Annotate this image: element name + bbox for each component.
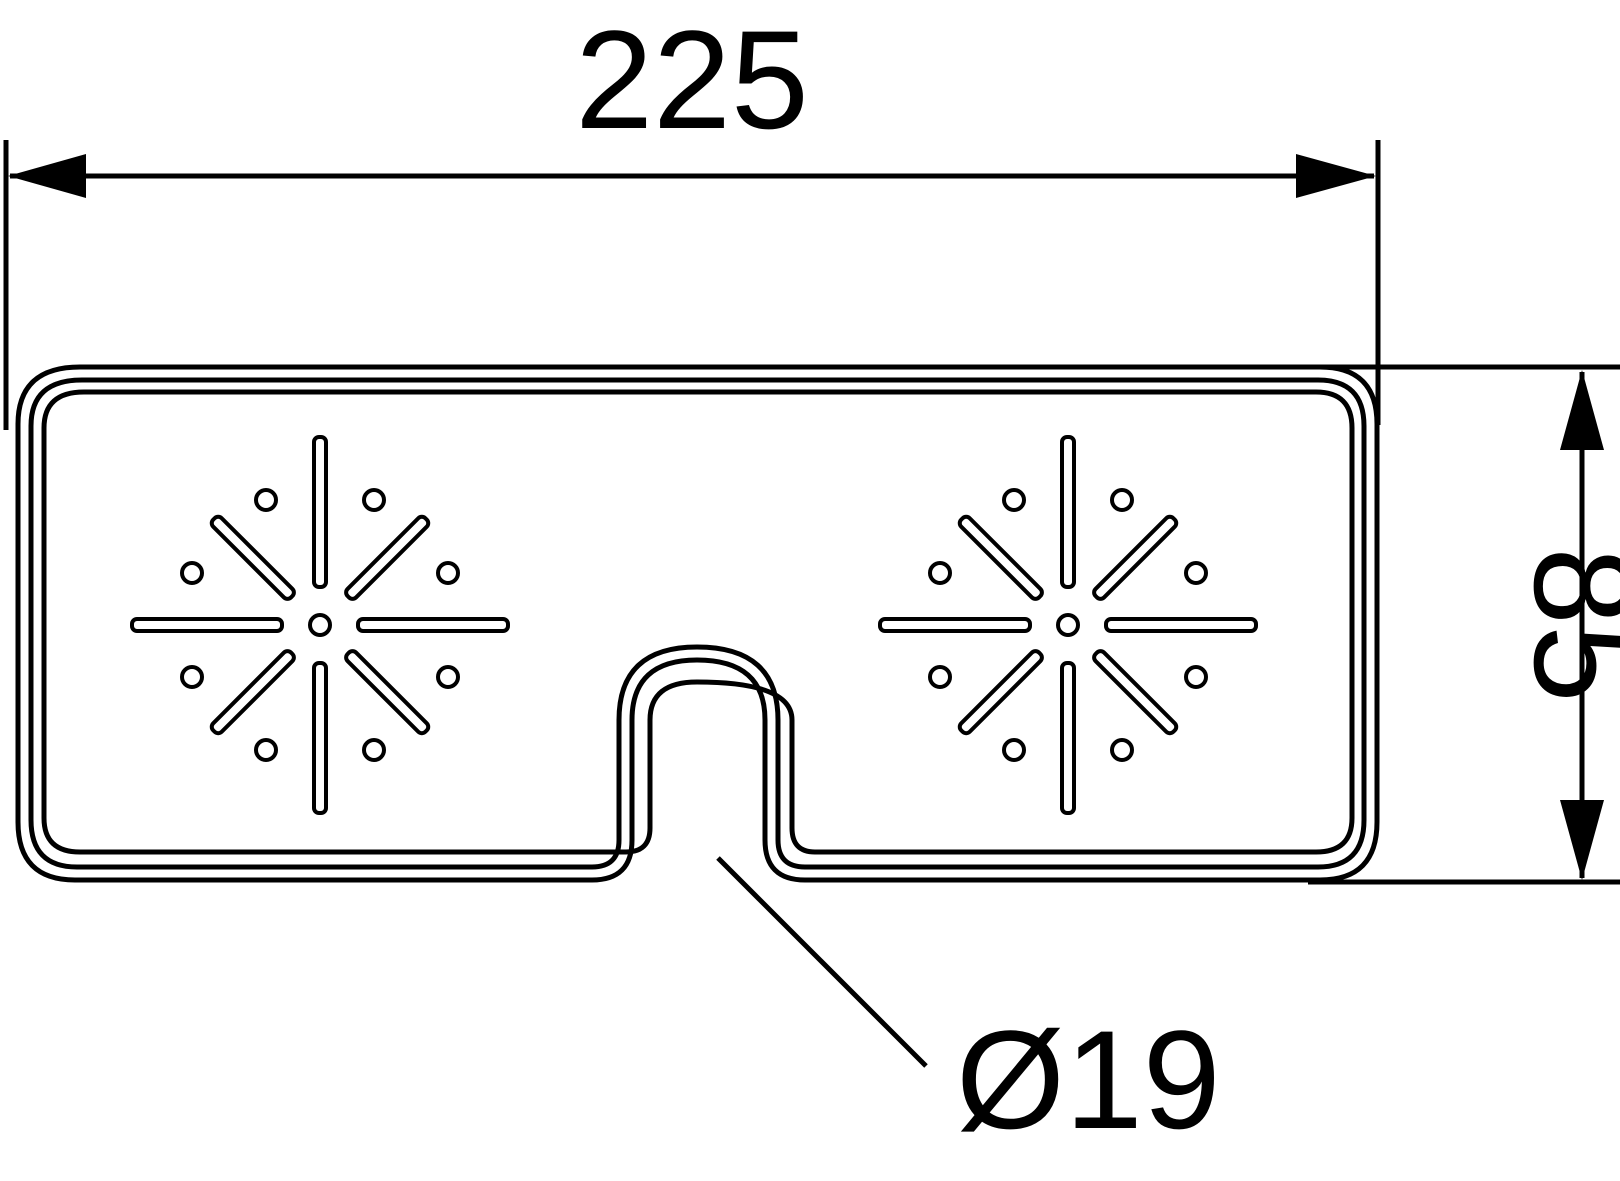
slot-diag-tl bbox=[957, 514, 1044, 601]
notch-diameter-label: Ø19 bbox=[956, 1001, 1221, 1158]
slot-top bbox=[312, 435, 328, 589]
hole bbox=[254, 488, 278, 512]
slot-right bbox=[356, 617, 510, 633]
slot-diag-tr bbox=[344, 514, 431, 601]
hole bbox=[362, 488, 386, 512]
width-dimension: 225 bbox=[3, 1, 1381, 430]
slot-diag-br bbox=[1092, 649, 1179, 736]
slot-bottom bbox=[312, 661, 328, 815]
arrowhead-left bbox=[8, 154, 86, 198]
hole bbox=[1184, 665, 1208, 689]
hole bbox=[1184, 561, 1208, 585]
hole bbox=[180, 665, 204, 689]
hole bbox=[928, 561, 952, 585]
arrowhead-top bbox=[1560, 370, 1604, 450]
slot-left bbox=[130, 617, 284, 633]
hole bbox=[1002, 488, 1026, 512]
slot-left bbox=[878, 617, 1032, 633]
arrowhead-bottom bbox=[1560, 800, 1604, 880]
hole bbox=[1110, 488, 1134, 512]
plate-inner-edge bbox=[41, 389, 1355, 855]
slot-right bbox=[1104, 617, 1258, 633]
hole bbox=[928, 665, 952, 689]
slot-diag-br bbox=[344, 649, 431, 736]
plate-mid-edge bbox=[28, 377, 1367, 870]
notch-diameter-callout: Ø19 bbox=[716, 856, 1221, 1158]
center-hole bbox=[1056, 613, 1080, 637]
plate-outline bbox=[15, 364, 1380, 883]
height-dimension: 85 bbox=[1308, 364, 1620, 885]
arrowhead-right bbox=[1296, 154, 1376, 198]
hole bbox=[254, 738, 278, 762]
slot-bottom bbox=[1060, 661, 1076, 815]
slot-diag-tl bbox=[209, 514, 296, 601]
center-hole bbox=[308, 613, 332, 637]
height-dimension-label: 85 bbox=[1505, 547, 1620, 703]
plate-outer-edge bbox=[15, 364, 1380, 883]
hole bbox=[362, 738, 386, 762]
drain-pattern-right bbox=[878, 435, 1258, 815]
hole bbox=[1110, 738, 1134, 762]
hole bbox=[180, 561, 204, 585]
slot-top bbox=[1060, 435, 1076, 589]
slot-diag-bl bbox=[957, 649, 1044, 736]
slot-diag-tr bbox=[1092, 514, 1179, 601]
width-dimension-label: 225 bbox=[575, 1, 809, 158]
drain-pattern-left bbox=[130, 435, 510, 815]
hole bbox=[436, 665, 460, 689]
leader-line bbox=[716, 856, 928, 1068]
hole bbox=[1002, 738, 1026, 762]
slot-diag-bl bbox=[209, 649, 296, 736]
hole bbox=[436, 561, 460, 585]
